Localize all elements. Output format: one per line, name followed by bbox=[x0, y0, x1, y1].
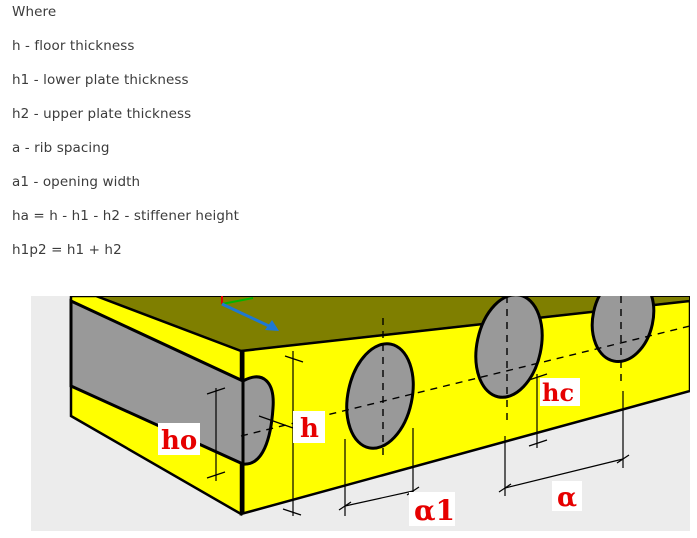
corner-opening-edge bbox=[241, 375, 275, 466]
definition-h: h - floor thickness bbox=[12, 38, 135, 54]
opening-2 bbox=[474, 296, 544, 399]
definitions-intro: Where bbox=[12, 4, 57, 20]
label-a: α bbox=[557, 483, 577, 513]
opening-1 bbox=[345, 342, 415, 450]
definition-ha: ha = h - h1 - h2 - stiffener height bbox=[12, 208, 240, 224]
definition-a: a - rib spacing bbox=[12, 140, 110, 156]
slab-diagram: h ho hc α1 α bbox=[69, 296, 690, 527]
definition-h2: h2 - upper plate thickness bbox=[12, 106, 192, 122]
definition-h1p2: h1p2 = h1 + h2 bbox=[12, 242, 122, 258]
definition-a1: a1 - opening width bbox=[12, 174, 141, 190]
ribbed-slab-figure: h ho hc α1 α bbox=[31, 296, 690, 531]
label-ho: ho bbox=[161, 426, 197, 456]
label-a1: α1 bbox=[414, 494, 455, 527]
axis-arrow bbox=[221, 302, 272, 329]
opening-3 bbox=[590, 296, 656, 363]
label-h: h bbox=[300, 414, 319, 444]
label-hc: hc bbox=[542, 378, 574, 407]
definition-h1: h1 - lower plate thickness bbox=[12, 72, 189, 88]
